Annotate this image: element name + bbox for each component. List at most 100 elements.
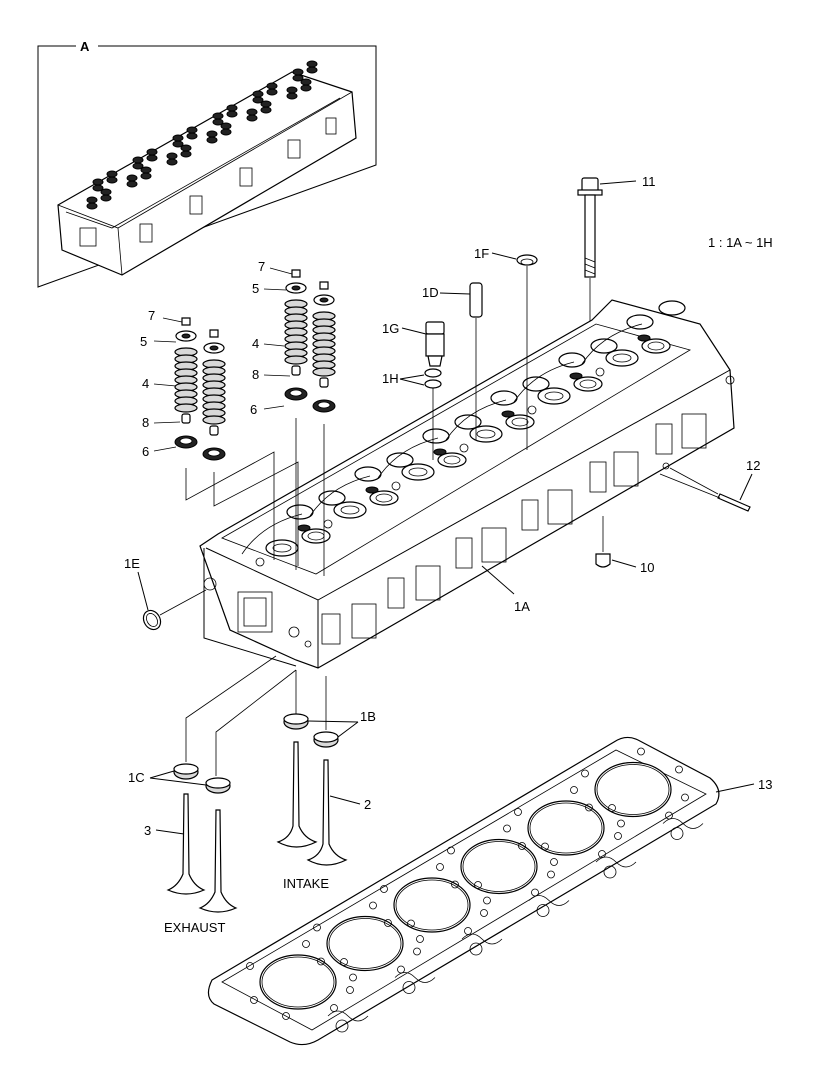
- valve-port: [401, 463, 435, 481]
- gasket-hole: [550, 858, 558, 866]
- label-5-right: 5: [252, 281, 259, 296]
- valve-keeper: [209, 329, 219, 338]
- leader-4: [153, 383, 177, 387]
- label-4-left: 4: [142, 376, 149, 391]
- cylinder-bore: [259, 954, 337, 1010]
- valve-port: [469, 425, 503, 443]
- gasket-hole: [514, 808, 522, 816]
- mini-spring: [126, 180, 138, 188]
- label-1G: 1G: [382, 321, 399, 336]
- valve-spring-stack: [202, 329, 226, 461]
- coolant-hole: [335, 1019, 349, 1033]
- gasket-hole: [483, 896, 491, 905]
- mini-spring: [186, 132, 198, 140]
- cylinder-bore-inner: [261, 956, 335, 1008]
- valve-port: [454, 414, 482, 430]
- gasket-hole: [246, 962, 254, 970]
- detail-valve-springs: [86, 60, 318, 210]
- injector-bore: [433, 448, 447, 456]
- label-1A: 1A: [514, 599, 530, 614]
- leader-6: [153, 446, 177, 452]
- right-valve-spring-group: [263, 267, 336, 413]
- valve-spring-stack: [312, 281, 336, 413]
- valve-port: [626, 314, 654, 330]
- valve-port: [658, 300, 686, 316]
- gasket-hole: [617, 819, 625, 828]
- mini-spring: [212, 112, 224, 120]
- gasket-hole: [480, 909, 488, 917]
- gasket-hole: [416, 935, 424, 943]
- valve-port-inner: [443, 455, 461, 465]
- valve-port-inner: [408, 467, 428, 477]
- leader-7: [269, 267, 293, 275]
- label-8-left: 8: [142, 415, 149, 430]
- cylinder-bore: [527, 800, 605, 856]
- spring-seat-hole: [317, 401, 331, 409]
- coolant-hole: [603, 865, 617, 879]
- mini-spring: [146, 154, 158, 162]
- gasket-hole: [413, 947, 421, 956]
- mini-spring: [132, 162, 144, 170]
- spring-coil: [174, 403, 198, 413]
- valve-port-inner: [544, 391, 564, 401]
- gasket-hole: [436, 863, 444, 871]
- valve-port: [318, 490, 346, 506]
- gasket-bores: [259, 761, 672, 1010]
- valve-keeper: [319, 281, 329, 290]
- rocker-boss: [309, 475, 371, 517]
- detail-view-a: A: [37, 39, 377, 288]
- valve-port-inner: [511, 417, 529, 427]
- gasket-hole: [518, 842, 526, 850]
- mini-spring: [100, 194, 112, 202]
- cylinder-bore: [326, 915, 404, 972]
- gasket-hole: [585, 803, 593, 812]
- mini-spring: [266, 88, 278, 96]
- valve-keeper: [291, 269, 301, 278]
- spring-seat-hole: [179, 437, 193, 445]
- gasket-hole: [407, 919, 415, 928]
- gasket-hole: [681, 793, 689, 802]
- valve-port-inner: [375, 493, 393, 503]
- mini-spring: [140, 172, 152, 180]
- valve-stem-seal: [209, 425, 219, 436]
- gasket-hole: [384, 919, 392, 927]
- label-4-right: 4: [252, 336, 259, 351]
- valve-port: [641, 338, 671, 354]
- valve-port-inner: [476, 429, 496, 439]
- injector-bore: [501, 410, 515, 418]
- mini-spring: [86, 202, 98, 210]
- gasket-hole: [380, 885, 388, 893]
- gasket-hole: [451, 880, 459, 889]
- mini-spring: [252, 90, 264, 98]
- valve-port: [537, 387, 571, 405]
- valve-port: [605, 349, 639, 367]
- side-ports: [237, 413, 707, 645]
- mini-spring: [292, 74, 304, 82]
- label-12: 12: [746, 458, 760, 473]
- gasket-hole: [282, 1012, 290, 1020]
- mini-spring: [206, 130, 218, 138]
- label-1D: 1D: [422, 285, 439, 300]
- mini-spring: [132, 156, 144, 164]
- gasket-hole: [503, 824, 511, 833]
- mini-spring: [306, 60, 318, 68]
- bolt-hole: [459, 443, 469, 453]
- coolant-hole: [402, 981, 416, 994]
- exhaust-caption: EXHAUST: [164, 920, 225, 935]
- valve-port-inner: [647, 341, 665, 351]
- spring-seat-hole: [207, 449, 221, 457]
- label-2: 2: [364, 797, 371, 812]
- retainer-hole: [181, 333, 191, 339]
- bolt-hole: [527, 405, 537, 415]
- cylinder-bore-inner: [462, 841, 536, 892]
- leader-8: [153, 421, 181, 424]
- spring-seat-hole: [289, 389, 303, 397]
- cylinder-bore: [393, 877, 471, 933]
- valve-port: [522, 376, 550, 392]
- label-5-left: 5: [140, 334, 147, 349]
- mini-spring: [92, 184, 104, 192]
- gasket-hole: [250, 996, 258, 1004]
- valve-stem-seal: [291, 365, 301, 376]
- retainer-hole: [209, 345, 219, 351]
- cylinder-bore-inner: [328, 918, 402, 969]
